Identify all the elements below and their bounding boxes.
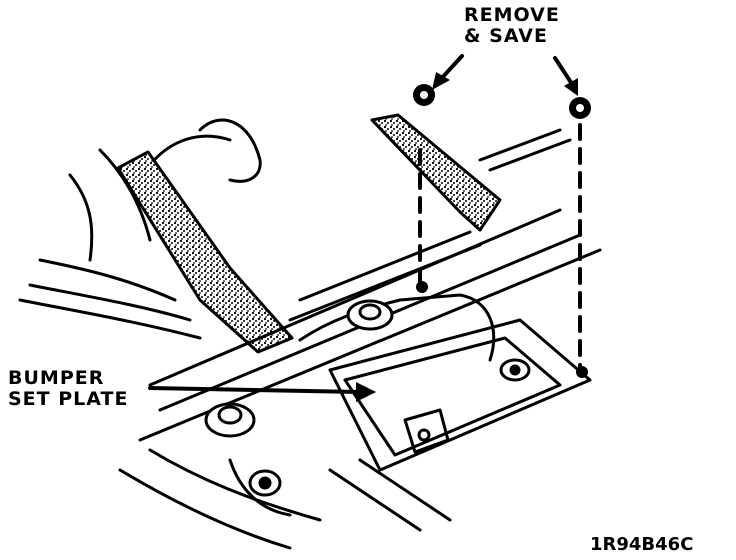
stud-icon bbox=[416, 281, 428, 293]
callout-line-2: SET PLATE bbox=[8, 388, 129, 410]
bumper-main-bar bbox=[148, 208, 562, 387]
lower-frame bbox=[148, 448, 322, 522]
stud-icon-right bbox=[576, 366, 588, 378]
nut-icon-right bbox=[569, 97, 591, 119]
bumper-set-plate-callout: BUMPER SET PLATE bbox=[8, 368, 128, 410]
figure-id: 1R94B46C bbox=[590, 534, 694, 555]
callout-line-2: & SAVE bbox=[464, 25, 548, 47]
body-contour-lines bbox=[38, 258, 177, 302]
arrow-icon-right bbox=[553, 56, 578, 96]
left-bracket-arm bbox=[116, 150, 294, 354]
callout-line-1: REMOVE bbox=[464, 4, 560, 26]
nut-icon bbox=[413, 84, 435, 106]
bolt-head-upper bbox=[346, 299, 394, 331]
line-routing bbox=[298, 293, 496, 362]
remove-save-callout: REMOVE & SAVE bbox=[464, 5, 560, 47]
arrow-icon bbox=[432, 54, 464, 90]
callout-line-1: BUMPER bbox=[8, 367, 105, 389]
plate-slot bbox=[403, 408, 450, 454]
bolt-head-plate bbox=[499, 358, 531, 382]
upper-panel-curve bbox=[148, 134, 232, 167]
plate-hole bbox=[417, 428, 431, 442]
body-contour-left bbox=[68, 173, 94, 262]
bolt-head-lower bbox=[248, 469, 282, 497]
arrow-icon-bumper bbox=[148, 382, 376, 402]
bolt-head-left bbox=[204, 402, 256, 438]
right-bracket-arm bbox=[370, 113, 502, 232]
bumper-set-plate-outline bbox=[328, 318, 592, 472]
